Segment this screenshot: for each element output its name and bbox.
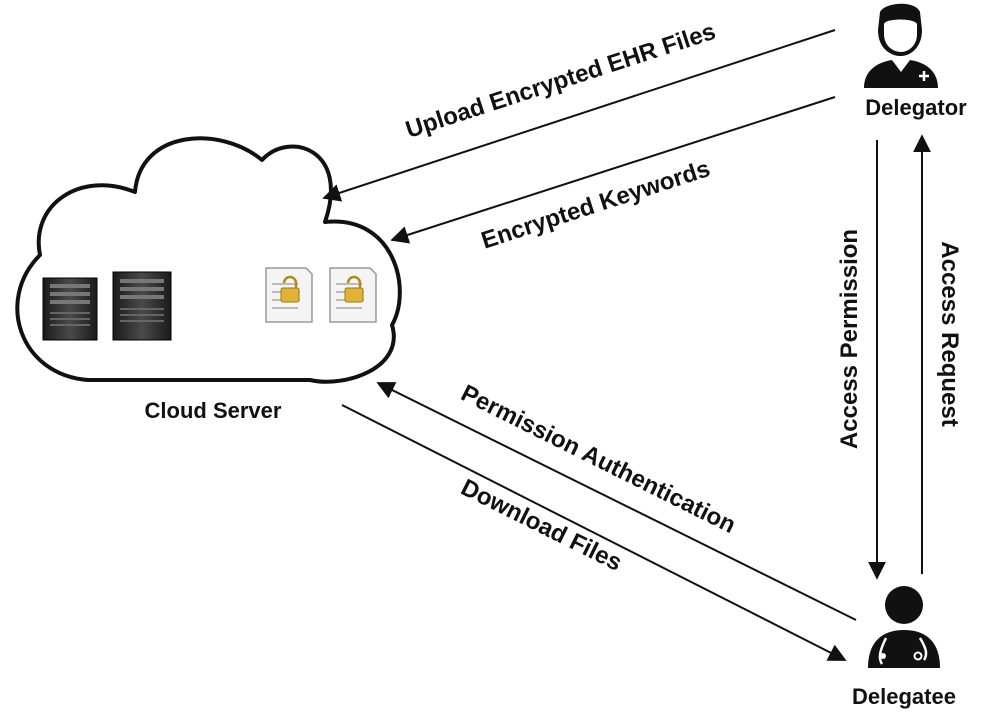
keywords-label: Encrypted Keywords — [478, 155, 713, 254]
permission-auth-arrow — [376, 382, 857, 621]
keywords-arrow — [390, 96, 836, 244]
upload-arrow — [322, 29, 836, 202]
access-request-label: Access Request — [936, 241, 963, 426]
delegatee-label: Delegatee — [852, 684, 956, 709]
encrypted-file-icon — [265, 267, 313, 323]
delegator-label: Delegator — [865, 95, 967, 120]
cloud-server-label: Cloud Server — [145, 398, 282, 423]
access-permission-label: Access Permission — [836, 229, 863, 449]
server-tower-icon — [42, 277, 98, 341]
doctor-icon — [868, 586, 940, 668]
cloud-icon — [15, 136, 402, 384]
upload-label: Upload Encrypted EHR Files — [402, 18, 719, 144]
user-plus-icon — [864, 3, 938, 88]
download-arrow — [341, 404, 847, 661]
encrypted-file-icon — [329, 267, 377, 323]
server-tower-icon — [112, 271, 172, 341]
download-label: Download Files — [457, 474, 627, 577]
